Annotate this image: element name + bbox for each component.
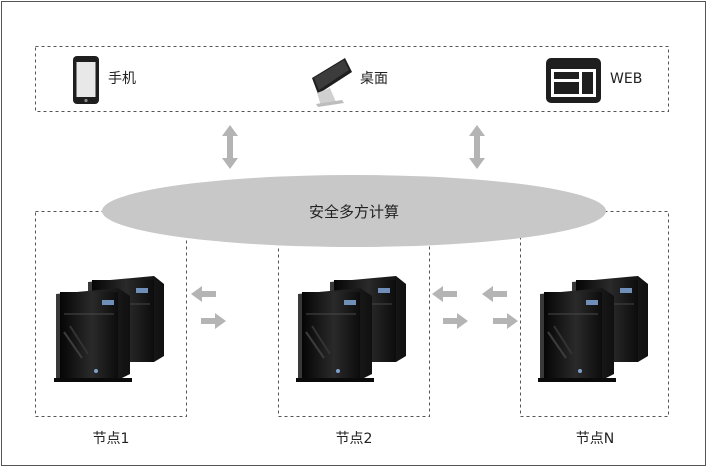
server-icon	[295, 275, 407, 383]
vertical-double-arrow-left	[222, 125, 238, 169]
node-box-1	[35, 211, 187, 417]
node-label-1: 节点1	[93, 431, 130, 447]
phone-icon	[73, 56, 99, 104]
client-label-phone: 手机	[108, 71, 136, 87]
client-label-desktop: 桌面	[360, 71, 388, 87]
client-label-web: WEB	[610, 71, 642, 87]
mpc-ellipse	[102, 175, 606, 247]
node-label-n: 节点N	[576, 431, 614, 447]
client-box	[35, 46, 669, 112]
bidirectional-arrows-1-2	[191, 286, 226, 329]
web-window-icon	[546, 58, 601, 103]
node-box-2	[278, 211, 430, 417]
mpc-label: 安全多方计算	[309, 203, 399, 221]
server-icon	[53, 275, 165, 383]
bidirectional-arrows-2-n	[432, 286, 518, 329]
monitor-icon	[312, 58, 352, 107]
server-icon	[537, 275, 649, 383]
vertical-double-arrow-right	[469, 125, 485, 169]
node-label-2: 节点2	[336, 431, 373, 447]
